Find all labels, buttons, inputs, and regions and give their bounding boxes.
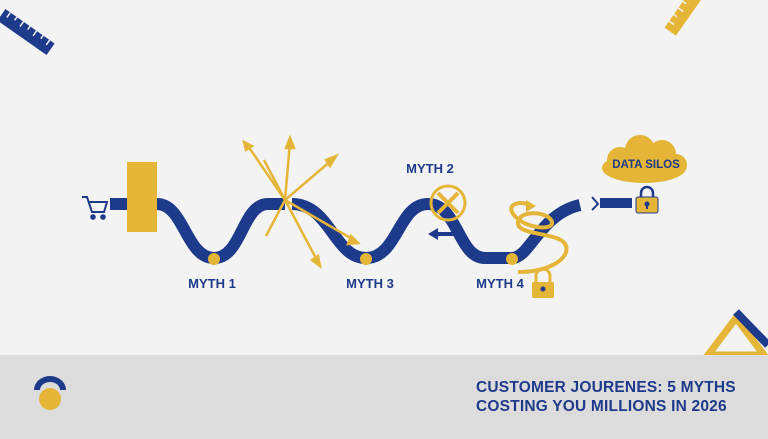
x-circle-icon: [429, 184, 467, 222]
loop-arrow-icon: [509, 201, 569, 274]
lock-icon-myth-4: [532, 267, 554, 298]
journey-path: [155, 198, 285, 265]
myth-3-marker: [360, 253, 372, 265]
triangle-decoration: [700, 309, 768, 359]
brand-logo: [34, 376, 66, 410]
break-mark: [591, 196, 600, 211]
myth-1-label: MYTH 1: [188, 276, 236, 291]
myth-2-label: MYTH 2: [406, 161, 454, 176]
lock-icon-data-silos: [635, 185, 659, 214]
ruler-icon-top-left: [0, 9, 55, 55]
journey-path-segment-2: [291, 197, 512, 265]
title-line-1: CUSTOMER JOURENES: 5 MYTHS: [476, 379, 736, 396]
scatter-arrows-icon: [242, 134, 361, 269]
myth-4-label: MYTH 4: [476, 276, 524, 291]
page-title: CUSTOMER JOURENES: 5 MYTHS COSTING YOU M…: [476, 378, 736, 416]
wall-block: [127, 162, 157, 232]
myth-4-marker: [506, 253, 518, 265]
myth-3-label: MYTH 3: [346, 276, 394, 291]
ruler-icon-top-right: [664, 0, 704, 36]
cloud-shape: [602, 135, 687, 183]
journey-path-segment-3: [510, 199, 582, 264]
title-line-2: COSTING YOU MILLIONS IN 2026: [476, 398, 727, 415]
cloud-label: DATA SILOS: [612, 159, 680, 171]
myth-1-marker: [208, 253, 220, 265]
footer-band: [0, 355, 768, 439]
shopping-cart-icon: [82, 196, 109, 220]
loop-arrow-head: [526, 200, 536, 212]
left-arrow-icon: [428, 228, 456, 240]
